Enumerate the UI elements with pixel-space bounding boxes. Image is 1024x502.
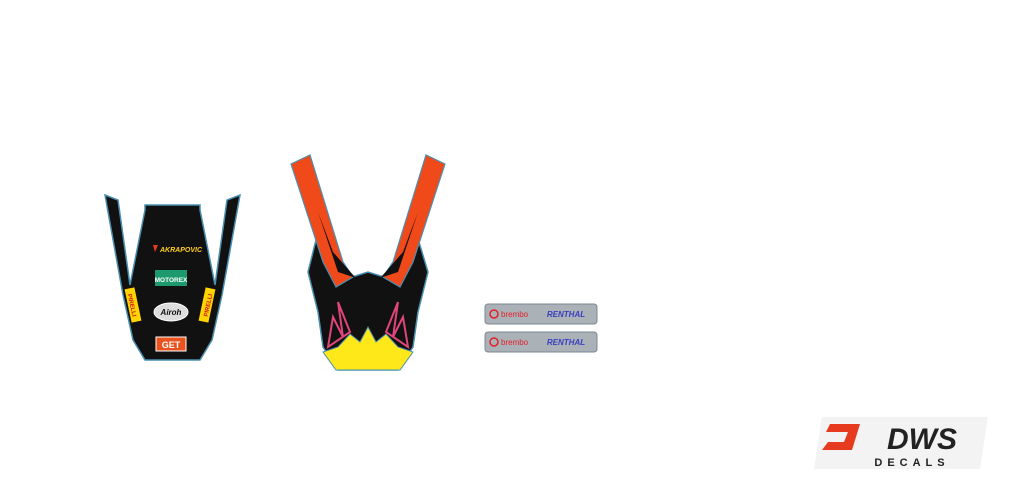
svg-text:Airoh: Airoh [160,308,182,317]
airoh-logo: Airoh [153,302,189,322]
pirelli-logo-right: PIRELLI [198,287,216,323]
svg-text:AKRAPOVIC: AKRAPOVIC [159,247,203,254]
svg-text:PIRELLI: PIRELLI [204,293,215,317]
rear-fender-decal: AKRAPOVIC MOTOREX Airoh GET PIRELLI PIRE… [104,193,241,361]
sticker-2: brembo RENTHAL [484,331,598,353]
svg-text:GET: GET [162,340,181,350]
dws-decals-logo: DWS DECALS [814,417,988,469]
svg-text:MOTOREX: MOTOREX [155,277,188,284]
pirelli-logo-left: PIRELLI [124,287,142,323]
motorex-logo: MOTOREX [155,270,188,286]
svg-text:brembo: brembo [501,338,529,347]
front-fender-decal [290,154,446,371]
svg-text:RENTHAL: RENTHAL [547,338,585,347]
svg-text:DWS: DWS [887,423,957,456]
svg-text:brembo: brembo [501,310,529,319]
svg-text:PIRELLI: PIRELLI [126,294,137,318]
svg-text:DECALS: DECALS [874,457,949,469]
sticker-1: brembo RENTHAL [484,303,598,325]
svg-text:RENTHAL: RENTHAL [547,310,585,319]
sticker-list: brembo RENTHAL brembo RENTHAL [484,303,598,353]
akrapovic-logo: AKRAPOVIC [153,245,203,254]
get-logo: GET [155,336,187,352]
